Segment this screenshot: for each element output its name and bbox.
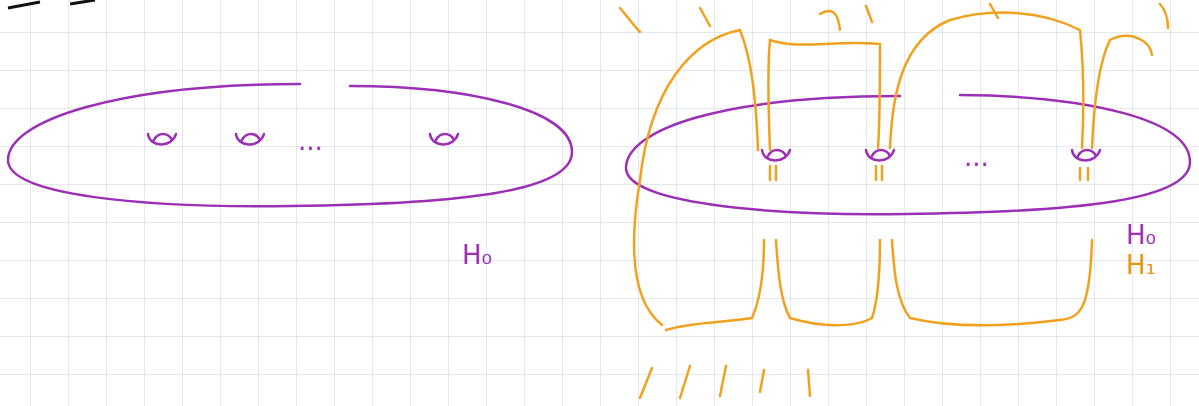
cut-off-strokes [8,0,95,8]
surface-label: H₀ [1126,222,1156,248]
genus-surface-left [8,84,572,206]
handlebody-h1 [620,4,1168,398]
ellipsis: ... [298,128,323,154]
ellipsis: ... [964,144,989,170]
handlebody-label: H₁ [1126,252,1156,278]
surface-label: H₀ [462,242,492,268]
genus-surface-right [626,95,1190,214]
